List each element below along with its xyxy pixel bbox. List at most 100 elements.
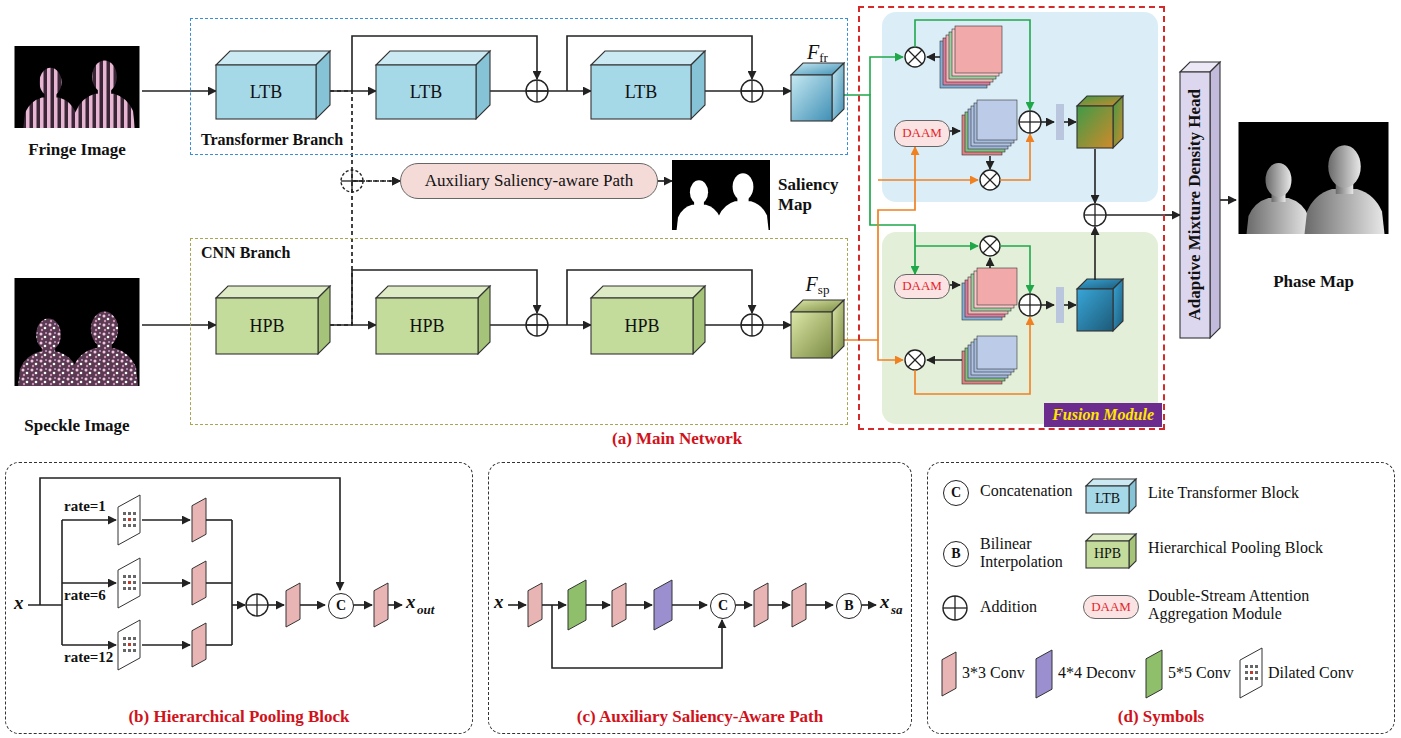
flow-line — [1041, 304, 1054, 306]
box-front — [791, 312, 832, 358]
symbol-stroke — [908, 353, 922, 367]
legend-entry: Lite Transformer Block — [1148, 484, 1299, 502]
node-label: Phase Map — [1273, 272, 1354, 292]
box-side — [1113, 279, 1123, 331]
box-side — [693, 286, 705, 354]
node-label: (c) Auxiliary Saliency-Aware Path — [577, 707, 823, 727]
box-side — [1210, 62, 1220, 338]
conv5-symbol — [1146, 650, 1162, 698]
dilated-kernel-cell — [133, 524, 136, 527]
node-label: fr — [819, 51, 828, 66]
flow-line — [927, 359, 962, 361]
bust-head — [1266, 163, 1292, 197]
signal-name: x — [14, 592, 24, 614]
dilated-kernel-cell — [123, 649, 126, 652]
flow-line — [735, 604, 752, 606]
flow-line — [1041, 121, 1054, 123]
flow-line — [1094, 149, 1096, 203]
addition-symbol — [1019, 294, 1041, 316]
symbol-ring — [943, 596, 967, 620]
conv-symbol — [792, 583, 806, 627]
dilated-kernel-cell — [128, 575, 131, 578]
dilated-kernel-cell — [133, 587, 136, 590]
conv-symbol — [192, 623, 206, 667]
dilated-kernel-cell — [123, 643, 126, 646]
flow-line — [1000, 246, 1030, 293]
connector-arrow — [142, 324, 216, 326]
legend-entry: Addition — [980, 598, 1037, 616]
symbol-stroke — [1094, 204, 1095, 226]
label-anchor: rate=12 — [64, 649, 113, 666]
bust-body — [74, 94, 135, 128]
flow-line — [142, 644, 190, 646]
bust-head — [92, 61, 117, 93]
node-label: C — [336, 598, 346, 614]
connector-arrow — [705, 324, 791, 326]
flow-line — [206, 644, 232, 646]
ltb-block: LTB — [216, 51, 330, 119]
box-side — [1129, 479, 1136, 513]
branch-group: CNN BranchHPBHPBHPBFsp — [190, 238, 848, 425]
interp-circle: B — [943, 541, 969, 567]
flow-line — [672, 604, 707, 606]
node-label: C — [951, 485, 961, 501]
node-label: Adaptive Mixture Density Head — [1185, 89, 1205, 321]
legend-entry: Bilinear Interpolation — [980, 535, 1075, 572]
bust-body — [1247, 198, 1311, 234]
dilated-kernel-cell — [1245, 671, 1248, 674]
dilated-kernel-cell — [123, 518, 126, 521]
node-label: DAAM — [1091, 600, 1131, 615]
dilated-kernel-cell — [123, 575, 126, 578]
node-label: DAAM — [902, 279, 942, 294]
node-label: B — [844, 598, 853, 614]
conv-symbol — [286, 583, 300, 627]
box-side — [316, 51, 330, 119]
legend-text: Hierarchical Pooling Block — [1148, 539, 1323, 557]
bust-head — [36, 319, 61, 351]
box-front — [1180, 72, 1210, 338]
dilated-kernel-cell — [1245, 677, 1248, 680]
daam-box: DAAM — [894, 120, 950, 147]
addition-symbol — [1019, 111, 1041, 133]
conv-symbol — [612, 583, 626, 627]
box-side — [1129, 534, 1136, 568]
hpb-block: HPB — [376, 286, 490, 354]
dilation-rate: rate=1 — [64, 498, 106, 515]
box-top — [376, 286, 490, 298]
dilated-kernel-cell — [128, 518, 131, 521]
signal-name: x — [880, 591, 890, 613]
node-label: LTB — [1095, 491, 1120, 507]
dilated-kernel-cell — [128, 581, 131, 584]
flow-line — [1064, 304, 1076, 306]
fusion-module: Fusion ModuleDAAMDAAM — [858, 6, 1165, 430]
feature-map — [977, 268, 1017, 305]
dilated-kernel-cell — [123, 587, 126, 590]
bust-head — [690, 180, 708, 204]
daam-box: DAAM — [894, 274, 950, 299]
node-label: DAAM — [902, 126, 942, 141]
dilated-kernel-cell — [133, 518, 136, 521]
dilated-kernel-cell — [1245, 665, 1248, 668]
dilated-kernel-cell — [133, 581, 136, 584]
ltb-block: LTB — [376, 51, 490, 119]
dilated-kernel-cell — [1255, 671, 1258, 674]
legend-text: Dilated Conv — [1268, 664, 1354, 682]
dilated-kernel-cell — [1250, 665, 1253, 668]
flow-line — [231, 520, 233, 645]
connector-arrow — [1165, 214, 1180, 216]
bust-head — [1328, 145, 1361, 188]
flow-line — [870, 57, 903, 95]
dilated-kernel-cell — [123, 524, 126, 527]
deconv-symbol — [1036, 650, 1052, 698]
flow-line — [989, 156, 991, 169]
connector-arrow — [490, 324, 591, 326]
label-anchor: x — [880, 591, 890, 613]
dilated-conv-symbol — [118, 558, 140, 608]
multiply-symbol — [905, 350, 925, 370]
norm-bar — [1056, 104, 1064, 140]
box-side — [476, 51, 490, 119]
symbol-stroke — [908, 50, 922, 64]
hpb-block: HPB — [591, 286, 705, 354]
connector-arrow — [705, 90, 791, 92]
box-top — [376, 51, 490, 65]
